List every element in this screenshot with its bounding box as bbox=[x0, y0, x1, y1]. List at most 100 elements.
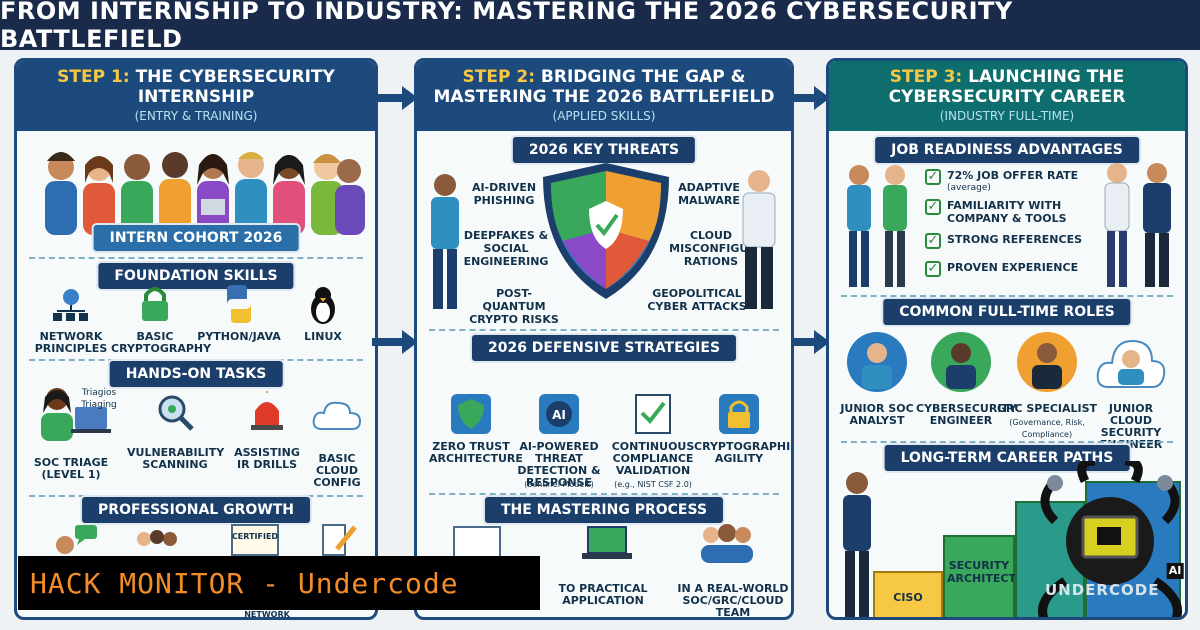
readiness-offer-note: (average) bbox=[947, 183, 991, 193]
step3-number: STEP 3: bbox=[889, 67, 963, 87]
laptop-practice-icon bbox=[582, 526, 632, 559]
step1-header: STEP 1: THE CYBERSECURITY INTERNSHIP (EN… bbox=[17, 61, 375, 131]
hack-monitor-watermark: HACK MONITOR - Undercode bbox=[18, 556, 540, 610]
professional-growth-title: PROFESSIONAL GROWTH bbox=[80, 495, 312, 525]
step3-header: STEP 3: LAUNCHING THE CYBERSECURITY CARE… bbox=[829, 61, 1185, 131]
skill-crypto-label: BASIC CRYPTOGRAPHY bbox=[111, 330, 212, 355]
task-cloud-label: BASIC CLOUD CONFIG bbox=[313, 452, 361, 489]
document-pencil-icon bbox=[322, 524, 357, 556]
padlock-icon bbox=[142, 287, 168, 321]
job-readiness-title: JOB READINESS ADVANTAGES bbox=[873, 135, 1141, 165]
team-group-icon bbox=[701, 524, 753, 563]
role-junior-soc: JUNIOR SOC ANALYST bbox=[840, 402, 914, 427]
intern-cohort-illustration bbox=[45, 152, 365, 235]
step2-number: STEP 2: bbox=[462, 67, 535, 87]
check-icon: ✓ bbox=[925, 169, 941, 185]
crypto-lock-icon bbox=[719, 394, 759, 434]
junior-soc-avatar-icon bbox=[847, 332, 907, 392]
threat-ai-phishing: AI-DRIVEN PHISHING bbox=[471, 181, 537, 207]
linux-penguin-icon bbox=[311, 287, 335, 324]
network-icon bbox=[53, 289, 88, 321]
skill-linux-label: LINUX bbox=[304, 330, 342, 343]
analyst-figure-right bbox=[742, 170, 776, 309]
analyst-figure-left bbox=[431, 174, 459, 309]
defensive-strategies-title: 2026 DEFENSIVE STRATEGIES bbox=[469, 333, 739, 363]
defense-zero-trust: ZERO TRUST ARCHITECTURE bbox=[429, 440, 523, 465]
main-title: FROM INTERNSHIP TO INDUSTRY: MASTERING T… bbox=[0, 0, 1200, 53]
readiness-item-experience: ✓ PROVEN EXPERIENCE bbox=[925, 261, 1078, 277]
step1-number: STEP 1: bbox=[57, 67, 130, 87]
career-paths-title: LONG-TERM CAREER PATHS bbox=[882, 443, 1132, 473]
step1-panel: STEP 1: THE CYBERSECURITY INTERNSHIP (EN… bbox=[14, 58, 378, 620]
threat-adaptive-malware: ADAPTIVE MALWARE bbox=[678, 181, 740, 207]
step3-panel: STEP 3: LAUNCHING THE CYBERSECURITY CARE… bbox=[826, 58, 1188, 620]
executive-figure bbox=[843, 472, 871, 617]
skill-network-label: NETWORK PRINCIPLES bbox=[34, 330, 108, 355]
networking-people-icon bbox=[137, 530, 177, 546]
check-icon: ✓ bbox=[925, 199, 941, 215]
step1-title: THE CYBERSECURITY INTERNSHIP bbox=[135, 67, 335, 107]
arrow-step1-to-step2-top bbox=[372, 86, 418, 110]
readiness-references-text: STRONG REFERENCES bbox=[947, 233, 1083, 246]
handson-tasks-title: HANDS-ON TASKS bbox=[107, 359, 285, 389]
arrow-step1-to-step2-mid bbox=[372, 330, 418, 354]
arrow-step2-to-step3-top bbox=[788, 86, 830, 110]
threat-post-quantum: POST-QUANTUM CRYPTO RISKS bbox=[469, 287, 559, 326]
step2-panel: STEP 2: BRIDGING THE GAP & MASTERING THE… bbox=[414, 58, 794, 620]
role-grc-note: (Governance, Risk, Compliance) bbox=[1009, 418, 1085, 439]
magnifier-icon bbox=[158, 395, 194, 431]
undercode-logo-text: UNDERCODE bbox=[1045, 581, 1160, 599]
foundation-skills-title: FOUNDATION SKILLS bbox=[96, 261, 296, 291]
defense-nist-note: (e.g., NIST CSF 2.0) bbox=[614, 480, 692, 489]
career-step-ciso: CISO bbox=[873, 571, 943, 617]
readiness-experience-text: PROVEN EXPERIENCE bbox=[947, 261, 1079, 274]
threat-geopolitical: GEOPOLITICAL CYBER ATTACKS bbox=[647, 287, 747, 313]
python-icon bbox=[227, 285, 251, 323]
readiness-familiarity-text: FAMILIARITY WITH COMPANY & TOOLS bbox=[947, 199, 1067, 225]
zero-trust-shield-icon bbox=[451, 394, 491, 434]
process-real-world: IN A REAL-WORLD SOC/GRC/CLOUD TEAM bbox=[677, 582, 789, 619]
process-practical: TO PRACTICAL APPLICATION bbox=[558, 582, 648, 607]
career-step-architect: SECURITY ARCHITECT bbox=[943, 535, 1016, 617]
readiness-item-references: ✓ STRONG REFERENCES bbox=[925, 233, 1082, 249]
role-cyber-engineer: CYBERSECURITY ENGINEER bbox=[916, 402, 1017, 427]
certificate-icon bbox=[231, 524, 279, 556]
defense-ai-note: (Sentinel Models) bbox=[524, 480, 594, 489]
check-icon: ✓ bbox=[925, 261, 941, 277]
arrow-step2-to-step3-mid bbox=[788, 330, 830, 354]
threat-shield-icon bbox=[543, 163, 669, 299]
professional-pair-right bbox=[1104, 163, 1171, 287]
threat-deepfakes: DEEPFAKES & SOCIAL ENGINEERING bbox=[463, 229, 549, 268]
path-architect: SECURITY ARCHITECT bbox=[947, 559, 1016, 585]
step2-title: BRIDGING THE GAP & MASTERING THE 2026 BA… bbox=[433, 67, 775, 107]
skill-python-label: PYTHON/JAVA bbox=[197, 330, 281, 343]
task-ir-label: ASSISTING IR DRILLS bbox=[234, 446, 300, 471]
intern-cohort-label: INTERN COHORT 2026 bbox=[91, 223, 301, 253]
analyst-laptop-icon bbox=[41, 388, 111, 441]
step3-title: LAUNCHING THE CYBERSECURITY CAREER bbox=[888, 67, 1126, 107]
certified-label: CERTIFIED bbox=[231, 532, 279, 541]
cloud-engineer-avatar-icon bbox=[1096, 339, 1166, 388]
path-ciso: CISO bbox=[893, 591, 923, 604]
ai-chip-icon bbox=[539, 394, 579, 434]
robot-ai-badge: AI bbox=[1166, 563, 1184, 579]
grc-specialist-avatar-icon bbox=[1017, 332, 1077, 392]
readiness-offer-text: 72% JOB OFFER RATE bbox=[947, 169, 1079, 182]
full-time-roles-title: COMMON FULL-TIME ROLES bbox=[881, 297, 1133, 327]
readiness-item-offer-rate: ✓ 72% JOB OFFER RATE(average) bbox=[925, 169, 1078, 195]
mastering-process-title: THE MASTERING PROCESS bbox=[482, 495, 726, 525]
check-icon: ✓ bbox=[925, 233, 941, 249]
step1-subtitle: (ENTRY & TRAINING) bbox=[134, 109, 258, 123]
network-label: NETWORK bbox=[244, 610, 290, 619]
intern-pair-left bbox=[847, 165, 907, 287]
threat-cloud-misconfig: CLOUD MISCONFIGU-RATIONS bbox=[669, 229, 753, 268]
key-threats-title: 2026 KEY THREATS bbox=[510, 135, 698, 165]
task-vuln-label: VULNERABILITY SCANNING bbox=[127, 446, 225, 471]
readiness-item-familiarity: ✓ FAMILIARITY WITH COMPANY & TOOLS bbox=[925, 199, 1075, 225]
undercode-robot-logo bbox=[1038, 461, 1182, 617]
intern-group-icon bbox=[45, 152, 365, 235]
defense-compliance: CONTINUOUS COMPLIANCE VALIDATION bbox=[611, 440, 695, 477]
cloud-icon bbox=[312, 401, 362, 430]
role-grc-specialist: GRC SPECIALIST bbox=[996, 402, 1098, 415]
step3-subtitle: (INDUSTRY FULL-TIME) bbox=[939, 109, 1075, 123]
